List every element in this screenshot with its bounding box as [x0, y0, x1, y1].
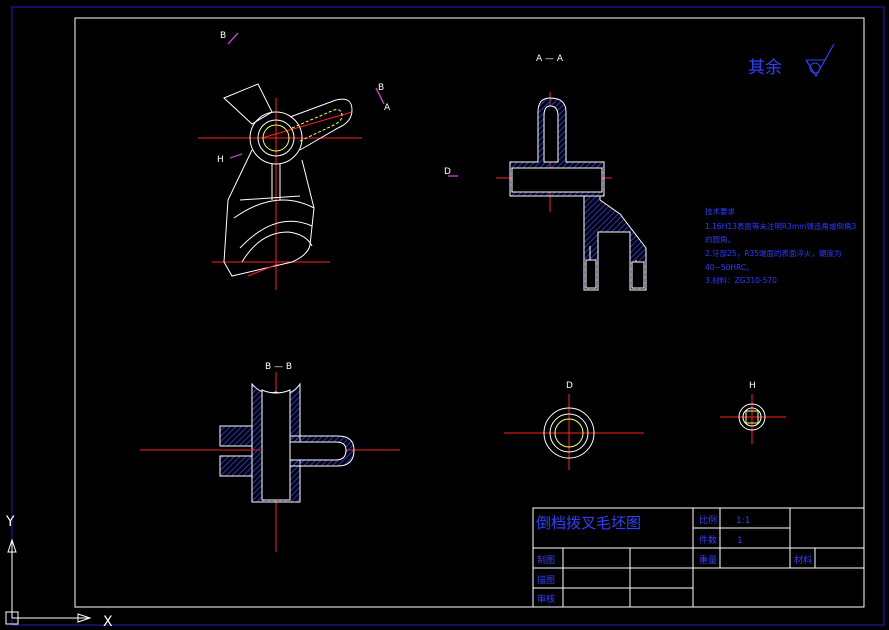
material-label: 材料: [794, 554, 812, 566]
section-b-b: [140, 372, 400, 552]
note-line-0: 技术要求: [705, 206, 735, 216]
note-line-5: 3.材料：ZG310-570: [705, 275, 777, 285]
count-value: 1: [737, 536, 743, 546]
view-d: [504, 394, 644, 470]
marker-h-left: H: [217, 155, 224, 165]
drawing-title: 倒档拨叉毛坯图: [536, 514, 641, 532]
label-view-d: D: [566, 381, 573, 391]
label-section-a-a: A — A: [536, 54, 564, 64]
marker-b-right: B: [378, 83, 384, 93]
note-line-1: 1.16H13表面等未注明R3mm铸造角或倒角3: [705, 221, 856, 231]
outer-frame: [11, 6, 885, 626]
note-line-3: 2.牙部25，R35端面的表面淬火，硬度为: [705, 248, 841, 258]
marker-a-right: A: [384, 103, 391, 113]
scale-label: 比例: [699, 514, 717, 526]
count-label: 件数: [699, 534, 717, 546]
ucs-y-label: Y: [5, 514, 15, 530]
weight-label: 重量: [699, 554, 717, 566]
scale-value: 1:1: [736, 516, 750, 526]
ucs-icon: [5, 538, 92, 625]
section-a-a: [496, 92, 647, 291]
surface-finish-text: 其余: [748, 58, 782, 78]
surface-finish-symbol: 其余: [748, 43, 835, 78]
ucs-x-label: X: [103, 614, 113, 630]
check-label: 审核: [537, 593, 555, 605]
main-view: [198, 83, 362, 290]
technical-notes: 技术要求 1.16H13表面等未注明R3mm铸造角或倒角3 的圆角。 2.牙部2…: [705, 206, 856, 285]
marker-b-top: B: [220, 31, 226, 41]
note-line-4: 40~50HRC。: [705, 263, 754, 272]
drawn-label: 制图: [537, 554, 555, 566]
section-markers: B B A H D: [217, 31, 458, 177]
design-label: 描图: [537, 574, 555, 586]
note-line-2: 的圆角。: [705, 234, 735, 244]
view-h: [720, 394, 786, 444]
title-block: [532, 507, 865, 608]
label-section-b-b: B — B: [265, 362, 292, 372]
label-view-h: H: [749, 381, 756, 391]
marker-d-left: D: [444, 167, 451, 177]
drawing-border: [74, 17, 865, 608]
